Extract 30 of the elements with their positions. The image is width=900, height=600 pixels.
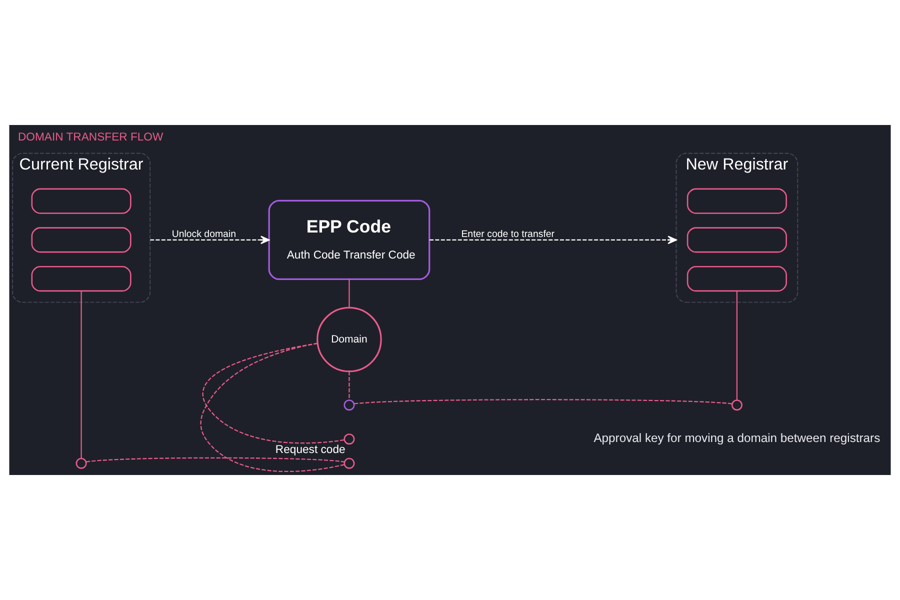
node-box bbox=[686, 188, 787, 214]
cluster: Current Registrar bbox=[12, 152, 150, 303]
edge-label: Unlock domain bbox=[172, 229, 236, 240]
connector bbox=[202, 342, 344, 444]
node-box bbox=[31, 188, 132, 214]
node-box bbox=[686, 266, 787, 292]
node-circle bbox=[344, 458, 355, 469]
node-label: Request code bbox=[275, 444, 346, 456]
connector bbox=[86, 457, 344, 462]
node-box bbox=[686, 227, 787, 253]
connector bbox=[348, 279, 350, 308]
connector bbox=[736, 291, 738, 400]
node-box bbox=[31, 266, 132, 292]
connector bbox=[200, 342, 344, 472]
node-circle: Domain bbox=[316, 306, 382, 372]
node-box bbox=[31, 227, 132, 253]
connector bbox=[354, 399, 732, 404]
cluster: New Registrar bbox=[676, 152, 798, 303]
node-circle bbox=[731, 400, 742, 411]
connector bbox=[80, 291, 82, 458]
edge-label: Enter code to transfer bbox=[461, 229, 555, 240]
diagram-title: DOMAIN TRANSFER FLOW bbox=[18, 132, 164, 144]
arrow bbox=[150, 236, 270, 244]
node-circle bbox=[76, 458, 87, 469]
connector bbox=[348, 371, 350, 400]
arrow bbox=[430, 236, 677, 244]
node-circle bbox=[344, 400, 355, 411]
node-circle bbox=[344, 434, 355, 445]
caption: Approval key for moving a domain between registrars bbox=[594, 430, 880, 445]
node-box: EPP Code Auth Code Transfer Code bbox=[268, 200, 430, 280]
